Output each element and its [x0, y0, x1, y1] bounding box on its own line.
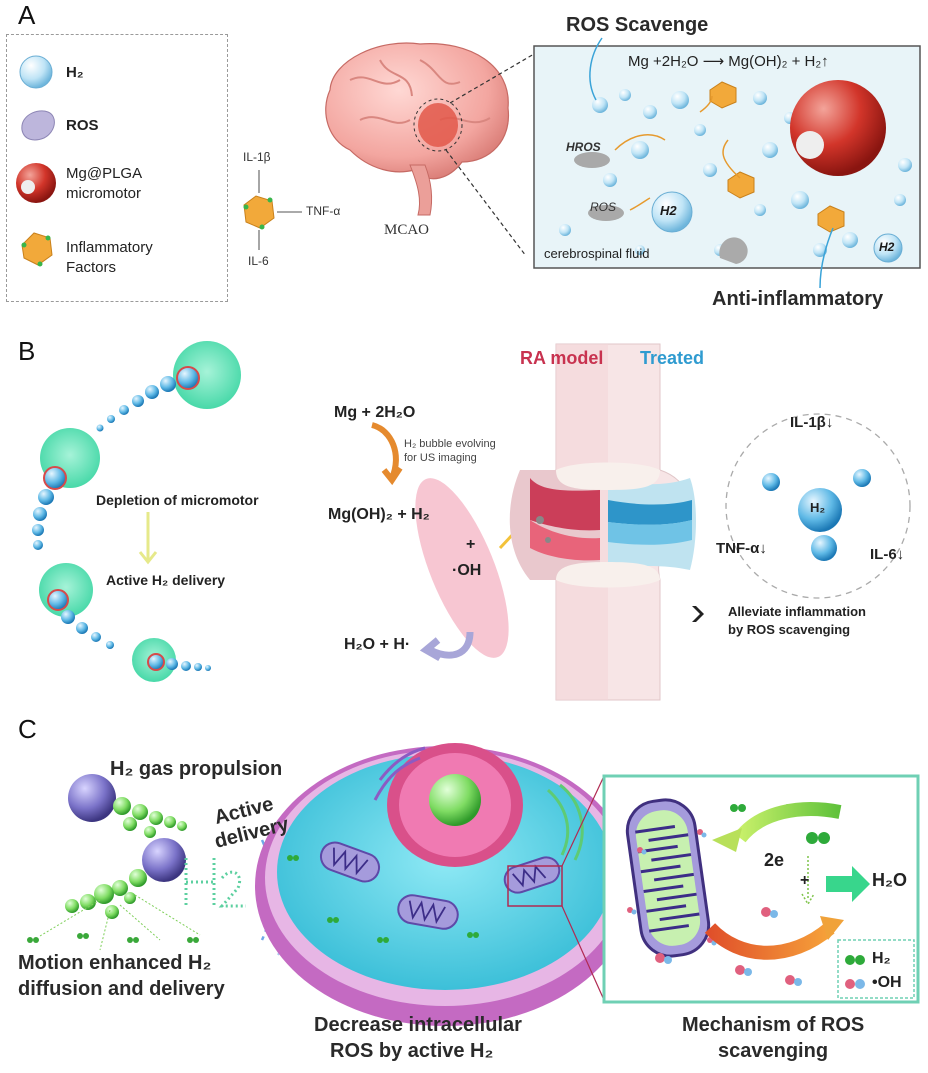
- eq-products: Mg(OH)₂ + H₂: [328, 506, 430, 523]
- legend-h2-icon: [19, 55, 53, 89]
- panel-c-label: C: [18, 714, 37, 744]
- eq-reactants: Mg + 2H₂O: [334, 404, 416, 421]
- bubble-line1: H₂ bubble evolving: [404, 438, 496, 450]
- legend-h2-label: H₂: [66, 64, 84, 81]
- mech-line2: scavenging: [718, 1040, 829, 1062]
- ros-scavenge-pointer: [589, 37, 603, 101]
- panel-b-label: B: [18, 336, 36, 366]
- legend-micromotor-icon: [16, 163, 56, 203]
- h2-center: H₂: [810, 500, 826, 515]
- legend-ros-label: ROS: [66, 117, 99, 134]
- active-h2-label: Active H₂ delivery: [106, 572, 226, 588]
- propulsion-label: H₂ gas propulsion: [110, 758, 283, 780]
- mech-legend-icons: [845, 955, 865, 989]
- ros-scavenge-title: ROS Scavenge: [566, 14, 709, 36]
- cytokine-circle: [725, 413, 911, 599]
- h2o-label-c: H₂O: [872, 870, 907, 890]
- product-ellipse: [415, 478, 509, 658]
- legend-micromotor-line2: micromotor: [66, 185, 142, 202]
- il6-down: IL-6↓: [870, 546, 905, 563]
- zoom-rect: [507, 865, 563, 907]
- micromotor-trajectory: [32, 341, 241, 682]
- bubble-line2: for US imaging: [404, 452, 477, 464]
- cell-illustration: [255, 743, 635, 1026]
- decrease-line2: ROS by active H₂: [330, 1040, 494, 1062]
- joint-illustration: [509, 343, 696, 701]
- mg-equation: Mg +2H₂O ⟶ Mg(OH)₂ + H₂↑: [628, 53, 829, 70]
- inset-ros-shapes: [574, 152, 748, 264]
- csf-label: cerebrospinal fluid: [544, 246, 650, 261]
- inset-ros: ROS: [590, 200, 617, 214]
- il1b-down: IL-1β↓: [790, 414, 834, 431]
- propulsion-motors: [27, 774, 201, 951]
- cytokine-cell-icon: [243, 170, 302, 250]
- legend-ros-icon: [21, 110, 55, 141]
- decrease-line1: Decrease intracellular: [314, 1014, 522, 1036]
- h2o-arrow: [419, 631, 474, 662]
- mech-line1: Mechanism of ROS: [682, 1014, 865, 1036]
- legend-inflam-line2: Factors: [66, 259, 117, 276]
- depletion-label: Depletion of micromotor: [96, 492, 259, 508]
- chevron-icon: [692, 606, 704, 622]
- cytokine-il1b: IL-1β: [243, 150, 271, 164]
- two-e-label: 2e: [764, 850, 785, 870]
- h2-molecules-b: [762, 469, 871, 561]
- plus-c: +: [800, 872, 810, 889]
- inset-inflam-factors: [709, 81, 845, 233]
- legend-inflam-icon: [21, 232, 53, 267]
- zoom-line-bottom: [445, 149, 527, 257]
- mech-legend-oh: •OH: [872, 974, 902, 991]
- h2o-arrow-c: [826, 866, 870, 902]
- oh-dots: [627, 829, 802, 986]
- inset-hros: HROS: [566, 140, 601, 154]
- inset-micromotor: [790, 80, 886, 176]
- mech-legend-h2: H₂: [872, 950, 891, 967]
- depletion-arrow: [138, 512, 158, 565]
- eq-plus: +: [466, 536, 476, 553]
- inset-orange-arrows: [614, 95, 741, 211]
- cytokine-il6: IL-6: [248, 254, 269, 268]
- mcao-label: MCAO: [384, 222, 430, 238]
- panel-a-label: A: [18, 0, 36, 30]
- tnfa-down: TNF-α↓: [716, 540, 767, 557]
- anti-inflam-pointer: [819, 227, 834, 289]
- anti-inflammatory-label: Anti-inflammatory: [712, 288, 884, 310]
- zoom-line-top: [449, 53, 535, 104]
- inset-h2-big: H2: [660, 203, 677, 218]
- zoom-line-c-top: [561, 775, 605, 867]
- inset-h2-small: H2: [879, 240, 895, 254]
- electron-arrow: [801, 856, 815, 906]
- alleviate-line2: by ROS scavenging: [728, 622, 851, 637]
- eq-h2o-h: H₂O + H·: [344, 636, 411, 653]
- alleviate-line1: Alleviate inflammation: [728, 604, 866, 619]
- mg-reaction-arrow: [370, 422, 403, 486]
- legend-inflam-line1: Inflammatory: [66, 239, 153, 256]
- inset-bubbles: [559, 89, 912, 263]
- big-mitochondrion: [625, 798, 711, 958]
- legend-box: [6, 34, 228, 302]
- ra-model-label: RA model: [520, 348, 604, 368]
- motion-line1: Motion enhanced H₂: [18, 952, 212, 974]
- treated-label: Treated: [640, 348, 705, 368]
- brain-illustration: [325, 42, 510, 216]
- green-curved-arrow: [734, 802, 842, 843]
- motion-line2: diffusion and delivery: [18, 978, 225, 1000]
- h2-dotted-letters: [184, 858, 246, 908]
- legend-micromotor-line1: Mg@PLGA: [66, 165, 143, 182]
- cytokine-tnfa: TNF-α: [306, 204, 341, 218]
- orange-curved-arrow: [704, 922, 835, 960]
- eq-oh: ·OH: [452, 562, 482, 579]
- zoom-line-c-bottom: [561, 905, 605, 1001]
